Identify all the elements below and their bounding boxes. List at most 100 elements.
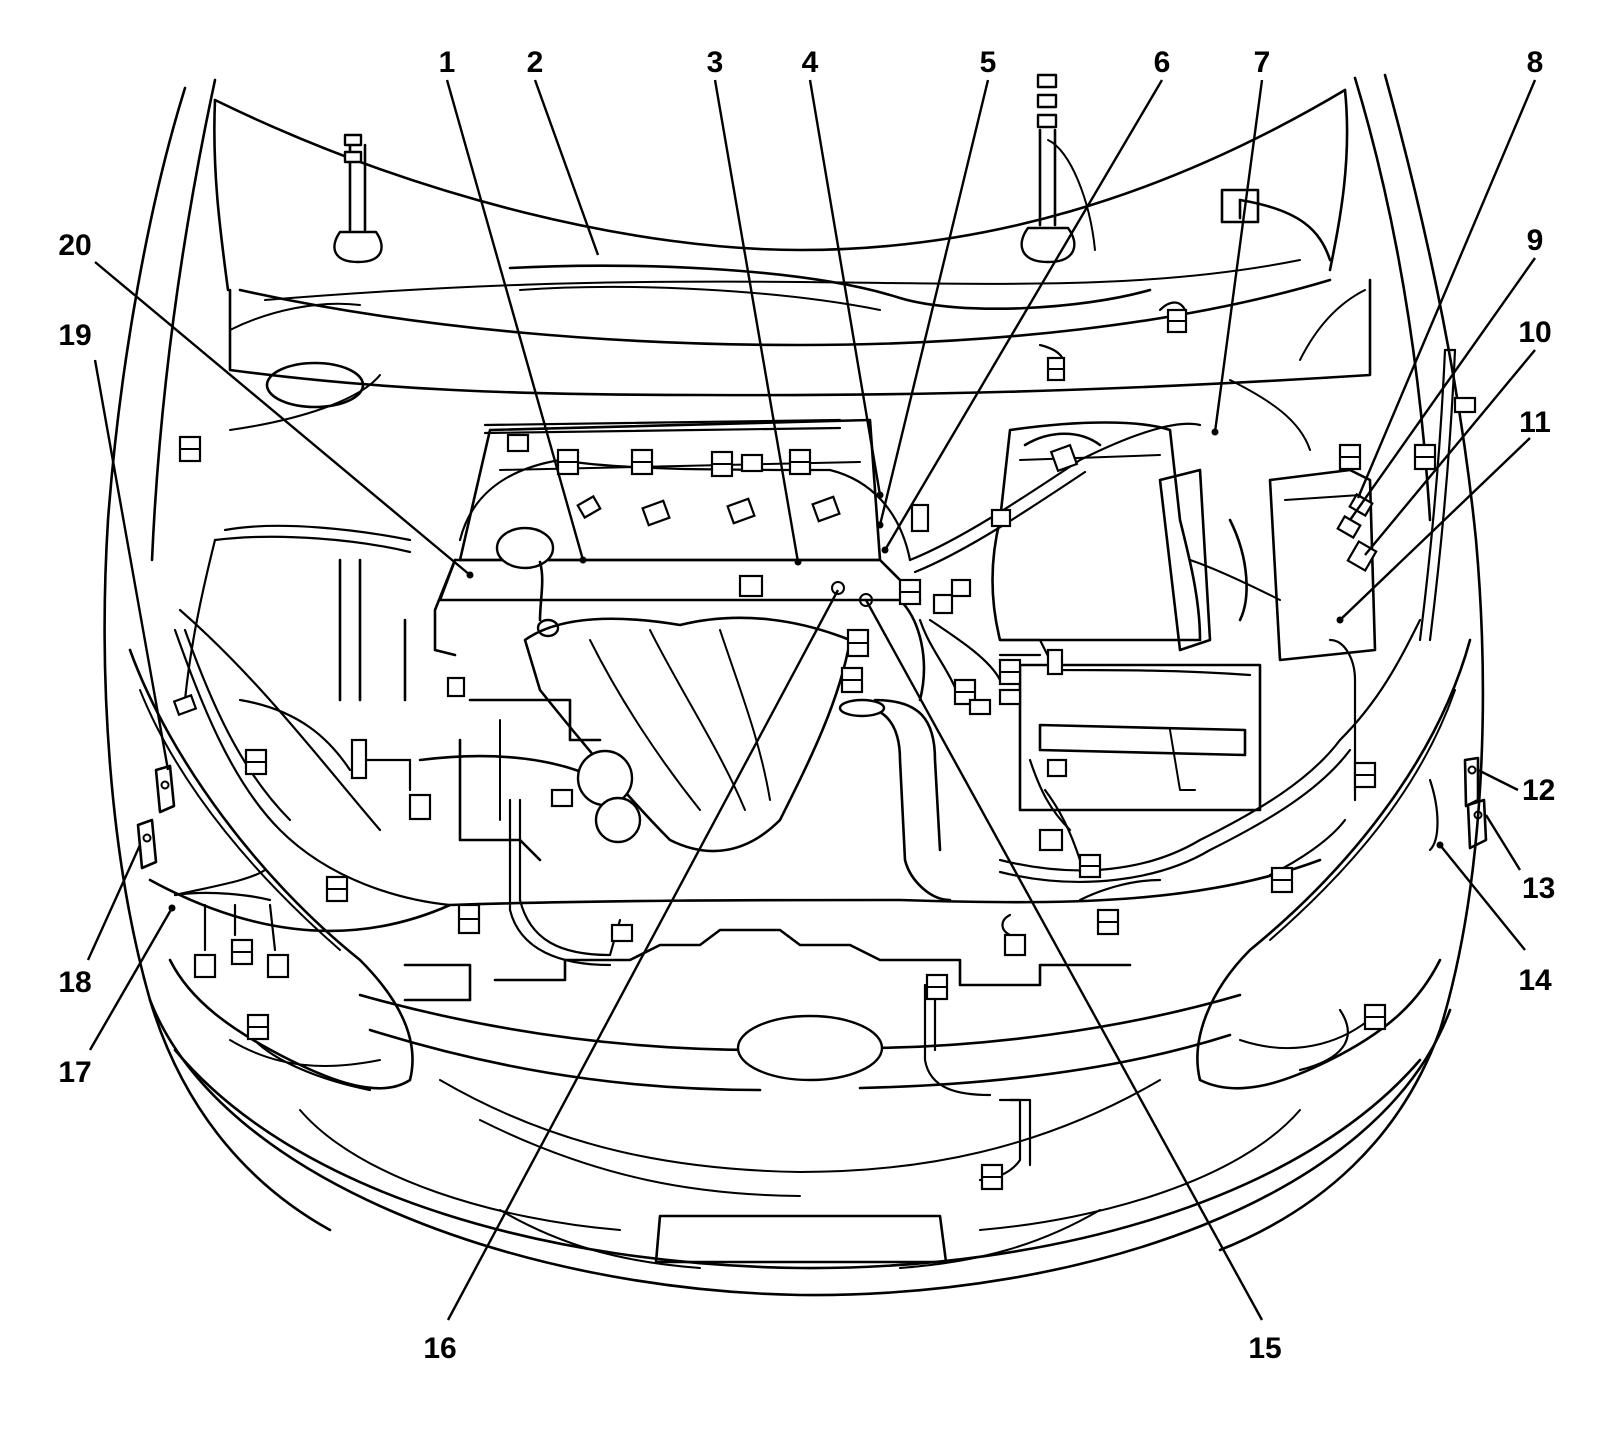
- connector: [846, 628, 870, 658]
- connector: [1046, 758, 1068, 778]
- connector: [193, 953, 217, 979]
- connector: [266, 953, 290, 979]
- bracket-12: [1463, 756, 1480, 808]
- harness-connectors: [172, 308, 1477, 1191]
- callout-8-label: 8: [1527, 46, 1544, 79]
- connector: [246, 1013, 270, 1041]
- callout-14-leader: [1439, 844, 1526, 951]
- connector: [1353, 761, 1377, 789]
- callout-5-label: 5: [980, 46, 997, 79]
- connector: [898, 578, 922, 606]
- callout-15-leader: [864, 599, 1264, 1321]
- connector: [925, 973, 949, 1001]
- callout-6-dot: [881, 546, 889, 554]
- callout-16-leader: [446, 589, 840, 1321]
- connector: [811, 495, 841, 523]
- connector: [556, 448, 580, 476]
- callout-8-leader: [1356, 79, 1537, 499]
- connector: [610, 923, 634, 943]
- callout-12-leader: [1477, 768, 1519, 792]
- connector: [1046, 648, 1064, 676]
- callout-3-leader: [713, 79, 800, 563]
- connector: [1336, 514, 1362, 540]
- callout-16-ring: [831, 581, 845, 595]
- callout-20-leader: [94, 261, 471, 576]
- callout-20-dot: [466, 571, 474, 579]
- connector: [968, 698, 992, 716]
- connector: [1046, 356, 1066, 382]
- bracket-19: [154, 764, 176, 814]
- connector: [1453, 396, 1477, 414]
- callout-7-leader: [1213, 79, 1264, 433]
- callout-13-leader: [1484, 814, 1522, 871]
- connector: [932, 593, 954, 615]
- connector: [710, 450, 734, 478]
- connector: [506, 433, 530, 453]
- callout-17-label: 17: [58, 1056, 91, 1089]
- connector: [1078, 853, 1102, 879]
- connector: [950, 578, 972, 598]
- connector: [998, 688, 1022, 706]
- callout-13-label: 13: [1522, 872, 1555, 905]
- callout-19-label: 19: [58, 319, 91, 352]
- engine-assembly: [338, 418, 952, 902]
- connector: [1413, 443, 1437, 471]
- callout-20-label: 20: [58, 229, 91, 262]
- callout-7-label: 7: [1254, 46, 1271, 79]
- connector: [1166, 308, 1188, 334]
- callout-12-label: 12: [1522, 774, 1555, 807]
- callout-5-leader: [878, 79, 990, 526]
- connector: [550, 788, 574, 808]
- callout-1-label: 1: [439, 46, 456, 79]
- bracket-18: [136, 818, 158, 870]
- connector: [1363, 1003, 1387, 1031]
- vehicle-body-outline: [103, 73, 1485, 1297]
- callout-2-label: 2: [527, 46, 544, 79]
- callout-5-dot: [876, 521, 884, 529]
- connector: [350, 738, 368, 780]
- callout-4-label: 4: [802, 46, 819, 79]
- callout-15-label: 15: [1248, 1332, 1281, 1365]
- callout-16-label: 16: [423, 1332, 456, 1365]
- connector: [178, 435, 202, 463]
- connector: [1270, 866, 1294, 894]
- connector: [998, 658, 1022, 686]
- hood-and-cowl: [213, 73, 1372, 451]
- callout-10-leader: [1364, 349, 1536, 556]
- callout-6-label: 6: [1154, 46, 1171, 79]
- connector: [840, 666, 864, 694]
- callout-2-leader: [533, 79, 600, 256]
- connector: [980, 1163, 1004, 1191]
- callout-19-leader: [93, 359, 170, 771]
- connector: [325, 875, 349, 903]
- connector: [953, 678, 977, 706]
- connector: [1003, 933, 1027, 957]
- connector: [910, 503, 930, 533]
- callout-14-dot: [1436, 841, 1444, 849]
- callout-17-dot: [168, 904, 176, 912]
- callout-11-dot: [1336, 616, 1344, 624]
- connector: [630, 448, 654, 476]
- connector: [1096, 908, 1120, 936]
- callout-7-dot: [1211, 428, 1219, 436]
- callout-6-leader: [883, 79, 1164, 551]
- callout-15-ring: [859, 593, 873, 607]
- connector: [1338, 443, 1362, 471]
- wiring-harness-routes: [173, 301, 1457, 1182]
- connector: [172, 693, 198, 717]
- callouts: 1 2 3 4 5 6 7 8 9 10 11: [58, 46, 1555, 1365]
- connector: [230, 938, 254, 966]
- connector: [457, 903, 481, 935]
- connector: [726, 497, 756, 525]
- callout-4-dot: [876, 491, 884, 499]
- callout-1-dot: [579, 556, 587, 564]
- callout-18-label: 18: [58, 966, 91, 999]
- callout-3-dot: [794, 558, 802, 566]
- connector: [446, 676, 466, 698]
- connector: [244, 748, 268, 776]
- callout-17-leader: [88, 907, 174, 1051]
- connector: [738, 574, 764, 598]
- callout-4-leader: [808, 79, 882, 496]
- connector: [641, 499, 671, 527]
